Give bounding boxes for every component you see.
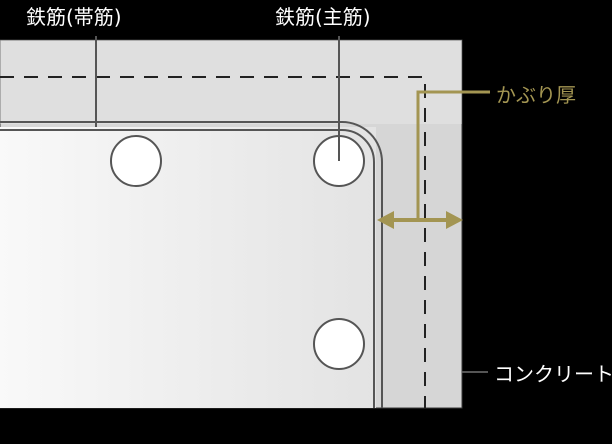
concrete-core bbox=[0, 127, 376, 408]
stirrup-bar-inner bbox=[0, 129, 375, 408]
cover-arrow-right-icon bbox=[446, 211, 463, 229]
stirrup-label: 鉄筋(帯筋) bbox=[26, 5, 122, 29]
cover-leader-line bbox=[416, 90, 490, 220]
concrete-label: コンクリート bbox=[494, 362, 612, 386]
cover-thickness-label: かぶり厚 bbox=[496, 83, 576, 107]
stirrup-bar-outer bbox=[0, 121, 383, 408]
concrete-top-band bbox=[0, 40, 462, 124]
main-bar-label: 鉄筋(主筋) bbox=[275, 5, 371, 29]
main-bar-circle bbox=[313, 318, 365, 370]
cover-arrow-left-icon bbox=[377, 211, 394, 229]
main-bar-circle bbox=[110, 135, 162, 187]
